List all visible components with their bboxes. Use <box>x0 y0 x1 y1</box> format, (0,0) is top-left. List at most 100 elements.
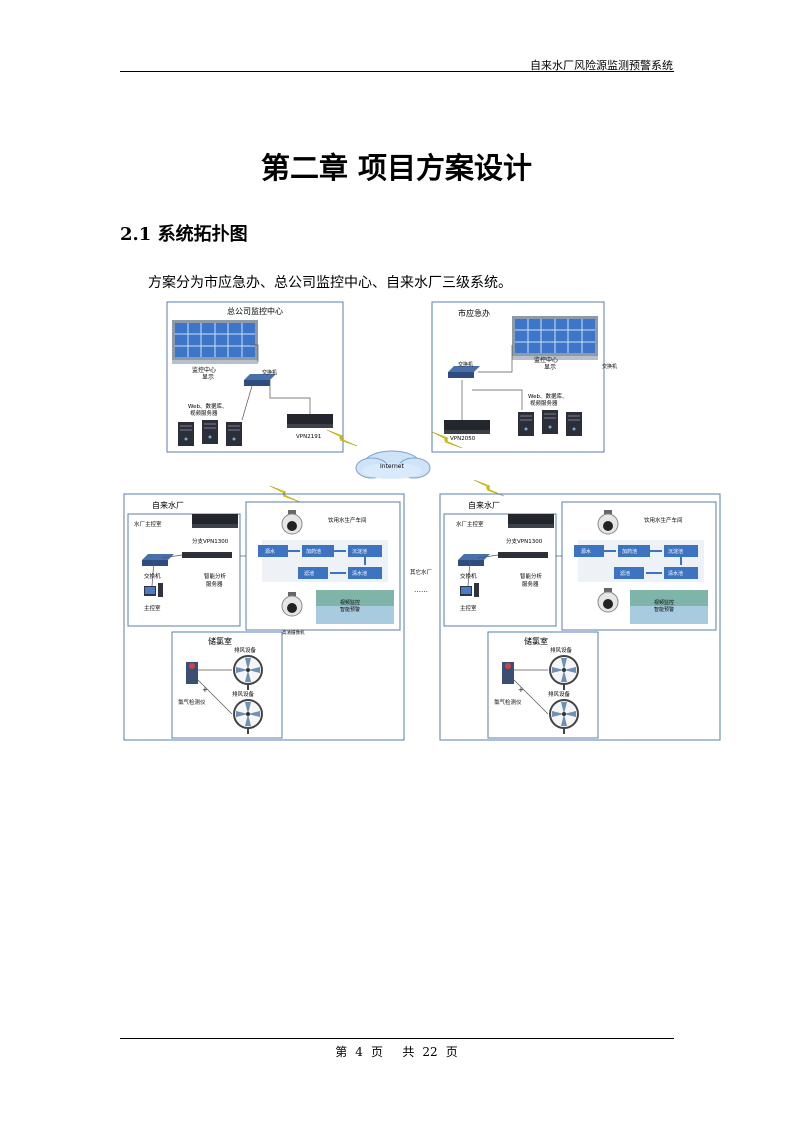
plant-right-group: 自来水厂 水厂主控室 分支VPN1300 交换机 智能分析 服务器 主控室 饮用… <box>439 493 721 741</box>
process-box <box>574 545 604 557</box>
server-icon <box>566 412 582 436</box>
rack-server-icon <box>498 552 548 558</box>
plant-right-workshop: 饮用水生产车间 <box>644 516 683 524</box>
other-plants-label: 其它水厂 <box>410 568 433 576</box>
plant-left-chlorine-room: 储氯室 <box>208 636 232 646</box>
footer-page-word: 第 <box>335 1045 348 1059</box>
city-vpn-label: VPN2050 <box>450 436 476 442</box>
city-wall-label-2: 显示 <box>544 364 556 371</box>
plant-left-analysis-2: 服务器 <box>206 580 223 588</box>
footer-total-word: 共 <box>402 1045 415 1059</box>
plant-right-vpn: 分支VPN1300 <box>506 537 543 545</box>
gas-detector-icon <box>502 662 514 684</box>
plant-right-title: 自来水厂 <box>468 500 500 510</box>
header-rule <box>120 71 674 72</box>
video-wall-icon <box>511 315 599 361</box>
process-box <box>302 545 334 557</box>
process-box <box>614 567 644 579</box>
plant-right-fan-2: 排风设备 <box>548 690 571 698</box>
process-box <box>258 545 288 557</box>
server-icon <box>202 420 218 444</box>
server-icon <box>518 412 534 436</box>
host-pc-icon <box>460 583 479 597</box>
vpn-device-icon <box>444 420 490 434</box>
proc-settling: 沉淀池 <box>352 548 367 555</box>
hq-vpn-label: VPN2191 <box>296 434 321 440</box>
plant-right-host: 主控室 <box>460 604 477 612</box>
footer-total-unit: 页 <box>445 1045 458 1059</box>
process-box <box>664 545 698 557</box>
hq-wall-label-1: 监控中心 <box>192 366 216 374</box>
hq-servers-label-2: 视频服务器 <box>190 409 218 417</box>
footer-total-number: 22 <box>422 1045 438 1059</box>
plant-left-fan-1: 排风设备 <box>234 646 257 654</box>
ellipsis-label: …… <box>414 586 428 594</box>
camera-icon <box>281 591 303 617</box>
plus-sign: + <box>202 686 208 694</box>
plant-right-analysis-1: 智能分析 <box>520 572 543 580</box>
proc-dosing: 加药池 <box>622 548 637 555</box>
plant-right-analysis-2: 服务器 <box>522 580 539 588</box>
link-bolt-icon <box>326 429 358 447</box>
intro-paragraph: 方案分为市应急办、总公司监控中心、自来水厂三级系统。 <box>148 275 512 291</box>
footer-page-unit: 页 <box>370 1045 383 1059</box>
server-icon <box>542 410 558 434</box>
plant-left-group: 自来水厂 水厂主控室 分支VPN1300 交换机 智能分析 服务器 主控室 饮用… <box>123 493 405 741</box>
internet-cloud: Internet <box>355 450 431 479</box>
exhaust-fan-icon <box>233 699 263 735</box>
plant-right-video-1: 视频监控 <box>654 599 674 606</box>
proc-source: 源水 <box>581 548 591 555</box>
footer-page-number: 4 <box>355 1045 363 1059</box>
plant-left-host: 主控室 <box>144 604 161 612</box>
proc-dosing: 加药池 <box>306 548 321 555</box>
proc-settling: 沉淀池 <box>668 548 683 555</box>
plant-left-fan-2: 排风设备 <box>232 690 255 698</box>
rack-server-icon <box>182 552 232 558</box>
city-side-note: 交换机 <box>602 363 617 370</box>
gas-detector-icon <box>186 662 198 684</box>
plant-left-vpn: 分支VPN1300 <box>192 537 229 545</box>
process-box <box>618 545 650 557</box>
city-title: 市应急办 <box>458 308 490 318</box>
plant-right-detector: 氯气检测仪 <box>494 698 522 706</box>
plant-right-fan-1: 排风设备 <box>550 646 573 654</box>
host-pc-icon <box>144 583 163 597</box>
camera-icon <box>597 509 619 535</box>
video-wall-icon <box>171 319 259 365</box>
hq-title: 总公司监控中心 <box>227 306 283 316</box>
proc-filter: 滤池 <box>304 570 314 577</box>
exhaust-fan-icon <box>233 655 263 691</box>
plant-left-detector: 氯气检测仪 <box>178 698 206 706</box>
chapter-title: 第二章 项目方案设计 <box>260 151 533 185</box>
exhaust-fan-icon <box>549 655 579 691</box>
server-icon <box>178 422 194 446</box>
plant-left-workshop: 饮用水生产车间 <box>328 516 367 524</box>
plant-left-analysis-1: 智能分析 <box>204 572 227 580</box>
server-icon <box>226 422 242 446</box>
vpn-device-icon <box>508 514 554 528</box>
exhaust-fan-icon <box>549 699 579 735</box>
hq-switch-label: 交换机 <box>262 369 277 376</box>
hq-wall-label-2: 显示 <box>202 374 214 381</box>
plant-right-chlorine-room: 储氯室 <box>524 636 548 646</box>
city-switch-label: 交换机 <box>458 361 473 368</box>
process-box <box>348 567 382 579</box>
vpn-device-icon <box>287 414 333 428</box>
process-box <box>298 567 328 579</box>
city-wall-label-1: 监控中心 <box>534 356 558 364</box>
internet-label: Internet <box>380 463 404 470</box>
section-title: 2.1 系统拓扑图 <box>120 224 248 245</box>
proc-clear: 清水池 <box>352 570 367 577</box>
process-box <box>348 545 382 557</box>
plant-left-title: 自来水厂 <box>152 500 184 510</box>
hq-group: 总公司监控中心 监控中心 显示 交换机 Web、数据库、 视频服务器 VPN21… <box>166 301 344 453</box>
plant-left-video-2: 智能预警 <box>340 606 360 613</box>
vpn-device-icon <box>192 514 238 528</box>
proc-filter: 滤池 <box>620 570 630 577</box>
plant-left-video-1: 视频监控 <box>340 599 360 606</box>
process-box <box>664 567 698 579</box>
city-servers-label-1: Web、数据库、 <box>528 392 568 400</box>
city-servers-label-2: 视频服务器 <box>530 399 558 407</box>
topology-diagram: 总公司监控中心 监控中心 显示 交换机 Web、数据库、 视频服务器 VPN21… <box>123 301 721 741</box>
